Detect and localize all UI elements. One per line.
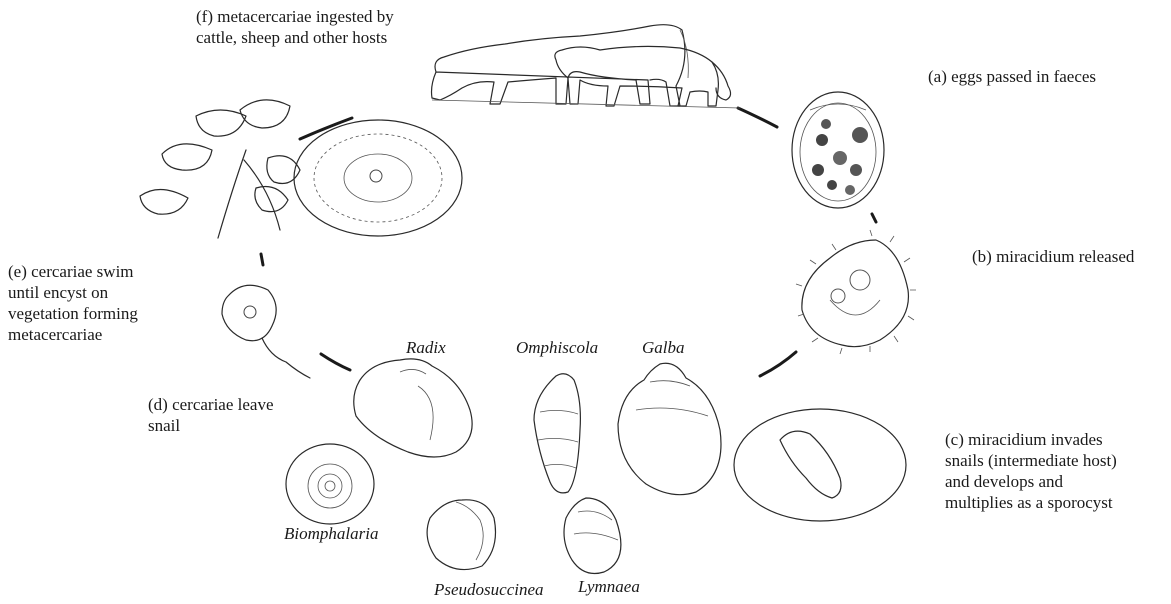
egg-illustration	[792, 92, 884, 208]
pseudosuccinea-shell	[427, 500, 495, 570]
biomphalaria-whorl	[325, 481, 335, 491]
cycle-connectors	[261, 108, 876, 376]
snail-label-galba: Galba	[642, 338, 685, 358]
snail-label-omphiscola: Omphiscola	[516, 338, 598, 358]
snail-radix	[354, 359, 472, 457]
egg-cell	[816, 134, 828, 146]
snail-biomphalaria	[286, 444, 374, 524]
miracidium-illustration	[796, 230, 916, 354]
stage-label-b: (b) miracidium released	[972, 246, 1134, 267]
leaf	[140, 189, 188, 214]
miracidium-body	[802, 240, 909, 347]
biomphalaria-shell	[286, 444, 374, 524]
stage-label-d: (d) cercariae leave snail	[148, 394, 274, 436]
connector-e-to-d	[261, 254, 263, 265]
snail-omphiscola	[534, 374, 580, 493]
metacercaria-circle	[294, 120, 462, 236]
metacercaria-cyst	[314, 134, 442, 222]
snail-lymnaea	[564, 498, 621, 574]
leaf	[196, 110, 246, 136]
stage-label-a: (a) eggs passed in faeces	[928, 66, 1096, 87]
lymnaea-shell	[564, 498, 621, 574]
omphiscola-shell	[534, 374, 580, 493]
omphiscola-whorl	[538, 410, 578, 468]
miracidium-internal	[830, 300, 880, 315]
leaf	[255, 187, 288, 212]
sucker	[370, 170, 382, 182]
leaf	[240, 100, 290, 128]
cattle-sheep-illustration	[432, 25, 741, 108]
radix-shell	[354, 359, 472, 457]
plant-stem	[218, 150, 280, 238]
egg-cell	[821, 119, 831, 129]
miracidium-cilia	[796, 230, 916, 354]
ground-grass	[432, 100, 740, 108]
snail-label-pseudosuccinea: Pseudosuccinea	[434, 580, 544, 600]
egg-cell	[827, 180, 837, 190]
sporocyst-body	[780, 431, 841, 498]
egg-cell	[812, 164, 824, 176]
radix-whorl	[400, 369, 433, 440]
snail-pseudosuccinea	[427, 500, 495, 570]
connector-d-to-snails	[321, 354, 350, 370]
egg-cell	[845, 185, 855, 195]
connector-f-to-a	[738, 108, 777, 127]
snail-label-radix: Radix	[406, 338, 446, 358]
stage-label-c: (c) miracidium invades snails (intermedi…	[945, 429, 1117, 513]
cercaria-tail	[262, 338, 310, 378]
snail-label-biomphalaria: Biomphalaria	[284, 524, 378, 544]
sporocyst-illustration	[734, 409, 906, 521]
sheep-outline	[555, 46, 719, 106]
metacercaria-inner	[344, 154, 412, 202]
connector-e-to-f	[300, 118, 352, 139]
sporocyst-circle	[734, 409, 906, 521]
leaf	[162, 144, 212, 170]
snail-label-lymnaea: Lymnaea	[578, 577, 640, 597]
germ-cell	[850, 270, 870, 290]
snail-galba	[618, 363, 721, 494]
cercaria-body	[222, 285, 276, 341]
egg-cell	[833, 151, 847, 165]
biomphalaria-whorl	[318, 474, 342, 498]
pseudosuccinea-whorl	[456, 502, 483, 560]
stage-label-e: (e) cercariae swim until encyst on veget…	[8, 261, 138, 345]
connector-b-to-c	[760, 352, 796, 376]
stage-label-f: (f) metacercariae ingested by cattle, sh…	[196, 6, 394, 48]
egg-cell	[852, 127, 868, 143]
lymnaea-whorl	[574, 511, 618, 540]
cercaria-sucker	[244, 306, 256, 318]
egg-shell	[792, 92, 884, 208]
germ-cell	[831, 289, 845, 303]
egg-operculum	[810, 104, 866, 110]
vegetation-illustration	[140, 100, 462, 238]
biomphalaria-whorl	[308, 464, 352, 508]
cercaria-illustration	[222, 285, 310, 378]
galba-shell	[618, 363, 721, 494]
egg-cell	[850, 164, 862, 176]
connector-a-to-b	[872, 214, 876, 222]
